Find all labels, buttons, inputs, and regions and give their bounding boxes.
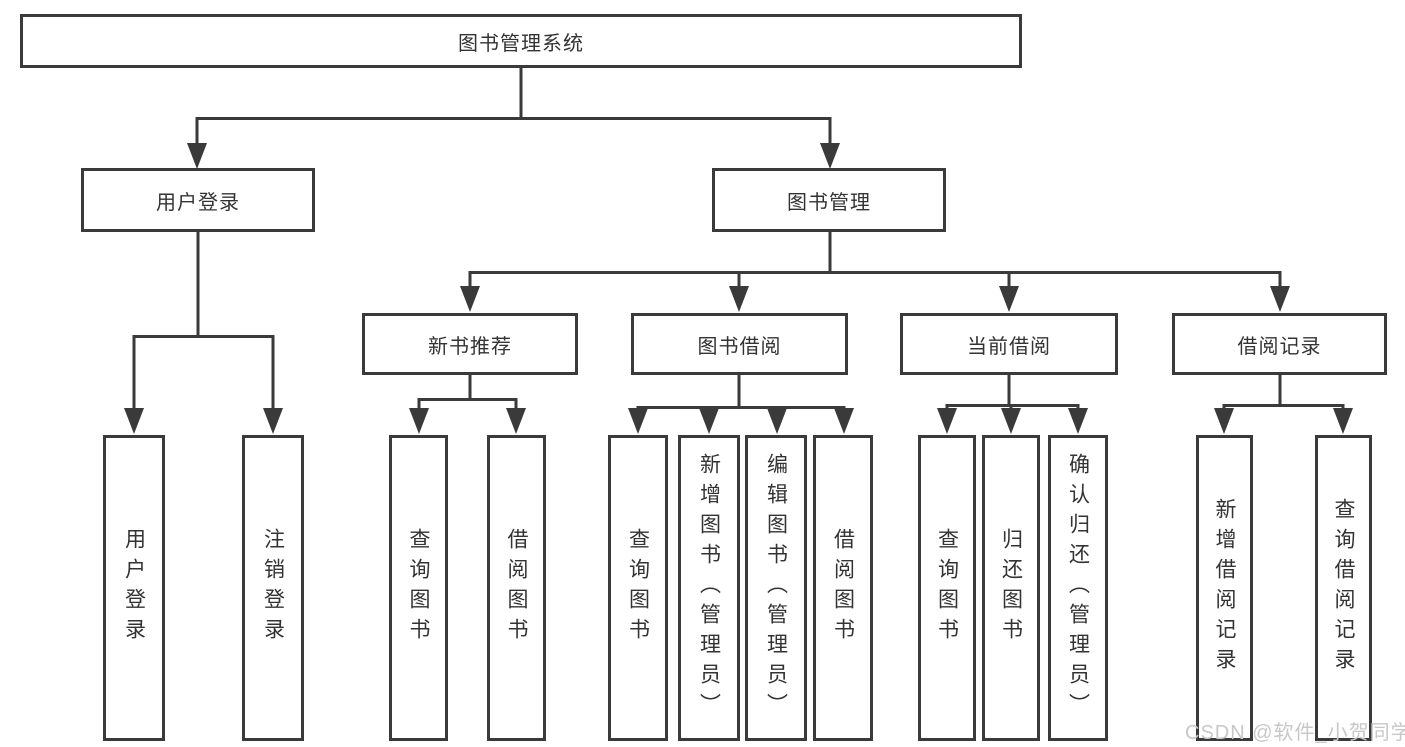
node-label: 借阅记录: [1237, 335, 1322, 358]
connector-book-borrowing-leaves: [636, 375, 846, 412]
node-label: 当前借阅: [967, 335, 1051, 358]
node-label: 查询图书: [626, 528, 650, 648]
leaf-return-books: 归还图书: [982, 435, 1040, 741]
node-label: 编辑图书（管理员）: [764, 453, 788, 723]
node-label: 查询借阅记录: [1332, 498, 1355, 678]
node-label: 确认归还（管理员）: [1066, 453, 1090, 723]
arrowheads-user-login-leaves: [124, 408, 283, 434]
connector-current-borrowing-leaves: [945, 375, 1080, 412]
node-label: 查询图书: [407, 528, 430, 648]
arrowheads-borrowing-records-leaves: [1214, 408, 1353, 434]
arrowheads-level3: [460, 286, 1290, 312]
node-label: 图书管理系统: [458, 32, 584, 55]
node-label: 借阅图书: [831, 528, 855, 648]
arrowheads-level2: [187, 143, 840, 169]
node-book-borrowing: 图书借阅: [631, 313, 848, 375]
arrowheads-book-borrowing-leaves: [628, 408, 854, 434]
node-label: 新增借阅记录: [1213, 498, 1236, 678]
connector-root-to-level2: [195, 68, 832, 146]
connector-borrowing-records-leaves: [1222, 375, 1345, 412]
leaf-query-books-2: 查询图书: [608, 435, 668, 741]
leaf-query-borrow-record: 查询借阅记录: [1315, 435, 1372, 741]
leaf-add-borrow-record: 新增借阅记录: [1196, 435, 1253, 741]
node-label: 注销登录: [261, 528, 285, 648]
node-label: 新书推荐: [428, 335, 512, 358]
leaf-borrow-books-1: 借阅图书: [487, 435, 546, 741]
connector-book-management-level3: [468, 232, 1282, 290]
connector-user-login-leaves: [132, 232, 275, 412]
csdn-watermark: CSDN @软件_小贺同学: [1185, 722, 1405, 744]
leaf-query-books-1: 查询图书: [389, 435, 448, 741]
leaf-borrow-books-2: 借阅图书: [813, 435, 873, 741]
connector-new-book-leaves: [417, 375, 518, 412]
leaf-query-books-3: 查询图书: [918, 435, 976, 741]
node-library-management-system: 图书管理系统: [20, 14, 1022, 68]
node-label: 新增图书（管理员）: [697, 453, 721, 723]
node-new-book-recommendation: 新书推荐: [362, 313, 578, 375]
node-label: 查询图书: [935, 528, 959, 648]
leaf-edit-books-admin: 编辑图书（管理员）: [745, 435, 807, 741]
leaf-add-books-admin: 新增图书（管理员）: [678, 435, 740, 741]
node-label: 用户登录: [122, 528, 146, 648]
arrowheads-new-book-leaves: [409, 408, 526, 434]
node-label: 图书管理: [787, 191, 871, 214]
node-current-borrowing: 当前借阅: [900, 313, 1118, 375]
leaf-logout: 注销登录: [242, 435, 304, 741]
arrowheads-current-borrowing-leaves: [937, 408, 1088, 434]
node-label: 用户登录: [156, 191, 240, 214]
node-label: 归还图书: [999, 528, 1023, 648]
node-borrowing-records: 借阅记录: [1172, 313, 1387, 375]
leaf-confirm-return-admin: 确认归还（管理员）: [1048, 435, 1108, 741]
node-user-login: 用户登录: [81, 168, 315, 232]
node-label: 图书借阅: [697, 335, 782, 358]
leaf-user-login: 用户登录: [103, 435, 165, 741]
node-book-management: 图书管理: [712, 168, 946, 232]
node-label: 借阅图书: [505, 528, 528, 648]
